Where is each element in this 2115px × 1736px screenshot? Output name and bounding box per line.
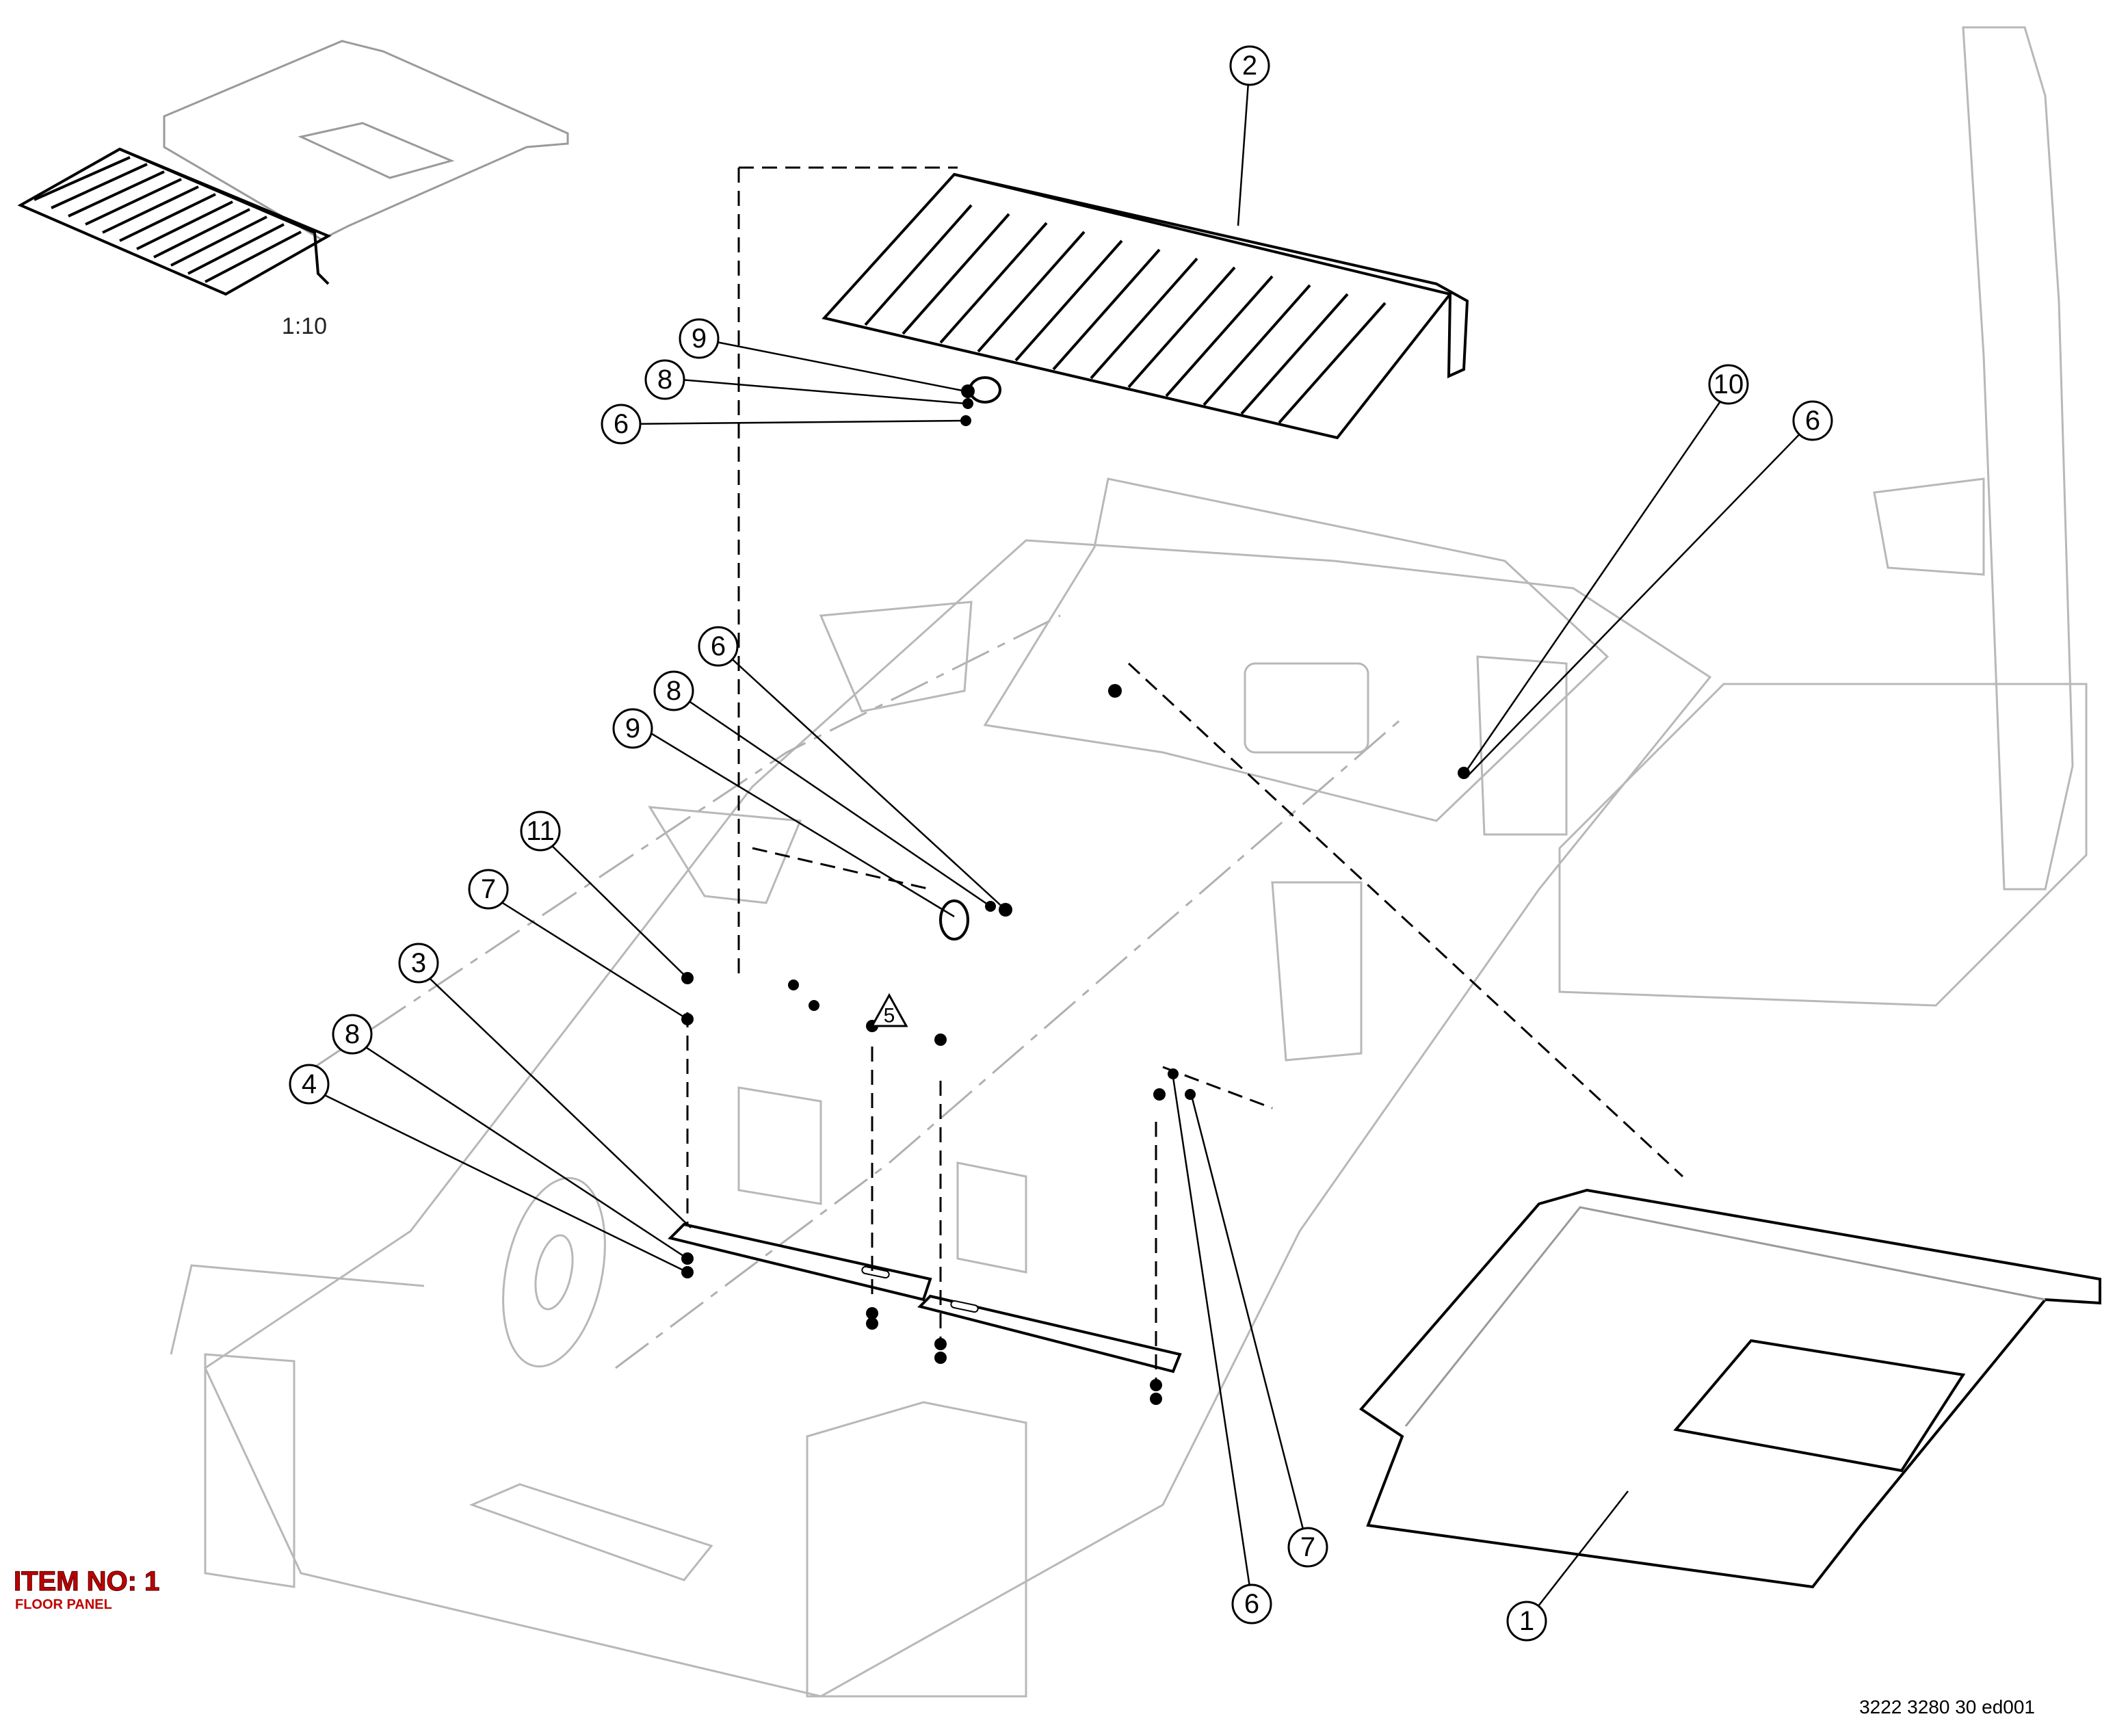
item-balloons: 2 9 8 6 10 6 6 8 9 11 7 [289,45,1833,1642]
svg-text:6: 6 [1244,1589,1259,1619]
svg-text:2: 2 [1242,51,1257,81]
balloon-item-1: 1 [1506,1601,1547,1642]
assembly-path-lines [686,166,1684,1389]
svg-text:10: 10 [1713,369,1744,399]
balloon-item-7-right: 7 [1287,1527,1328,1568]
grate-panel-slats [864,204,1387,424]
balloon-item-9-top: 9 [679,318,720,359]
balloon-item-3: 3 [398,943,439,984]
balloon-item-6-top: 6 [601,404,642,445]
balloon-item-8-top: 8 [644,359,685,400]
svg-text:7: 7 [481,874,496,904]
balloon-item-11: 11 [520,811,561,852]
bracket-item-3 [668,1222,932,1302]
inset-grate-slats [34,156,302,283]
floor-panel-item-1 [1359,1188,2101,1589]
svg-text:8: 8 [345,1019,360,1049]
grate-panel-item-2 [822,172,1469,440]
balloon-item-6-low: 6 [1231,1583,1272,1625]
svg-text:7: 7 [1300,1532,1315,1562]
fastener-hardware [681,376,1470,1405]
svg-text:5: 5 [884,1005,895,1027]
svg-text:4: 4 [302,1069,317,1099]
svg-text:1: 1 [1519,1606,1534,1636]
machine-frame [170,26,2088,1698]
balloon-item-8-low: 8 [332,1014,373,1055]
drawing-reference-number: 3222 3280 30 ed001 [1859,1696,2035,1718]
balloon-item-7-left: 7 [468,869,509,910]
svg-text:11: 11 [526,816,555,846]
svg-text:8: 8 [666,676,681,706]
svg-text:8: 8 [657,365,672,395]
svg-text:6: 6 [1805,406,1820,436]
leader-lines [308,81,1813,1616]
svg-text:3: 3 [411,948,426,978]
balloon-item-6-right: 6 [1792,400,1833,441]
balloon-item-2: 2 [1229,45,1270,86]
svg-text:9: 9 [625,713,640,744]
balloon-item-5-triangle: 5 [870,992,908,1027]
svg-text:6: 6 [711,631,726,661]
svg-text:6: 6 [614,409,629,439]
balloon-item-10: 10 [1708,364,1749,405]
balloon-item-8-mid: 8 [653,670,694,711]
bracket-item-4 [917,1294,1182,1373]
inset-scale-label: 1:10 [282,313,327,339]
svg-text:9: 9 [692,324,707,354]
item-number-label: ITEM NO: 1 [14,1566,159,1596]
balloon-item-9-mid: 9 [612,708,653,749]
inset-assembly-view: 1:10 [17,40,569,339]
item-description-label: FLOOR PANEL [15,1597,112,1612]
item-callout: ITEM NO: 1 FLOOR PANEL [13,1566,160,1612]
balloon-item-6-mid: 6 [698,626,739,667]
balloon-item-4: 4 [289,1064,330,1105]
